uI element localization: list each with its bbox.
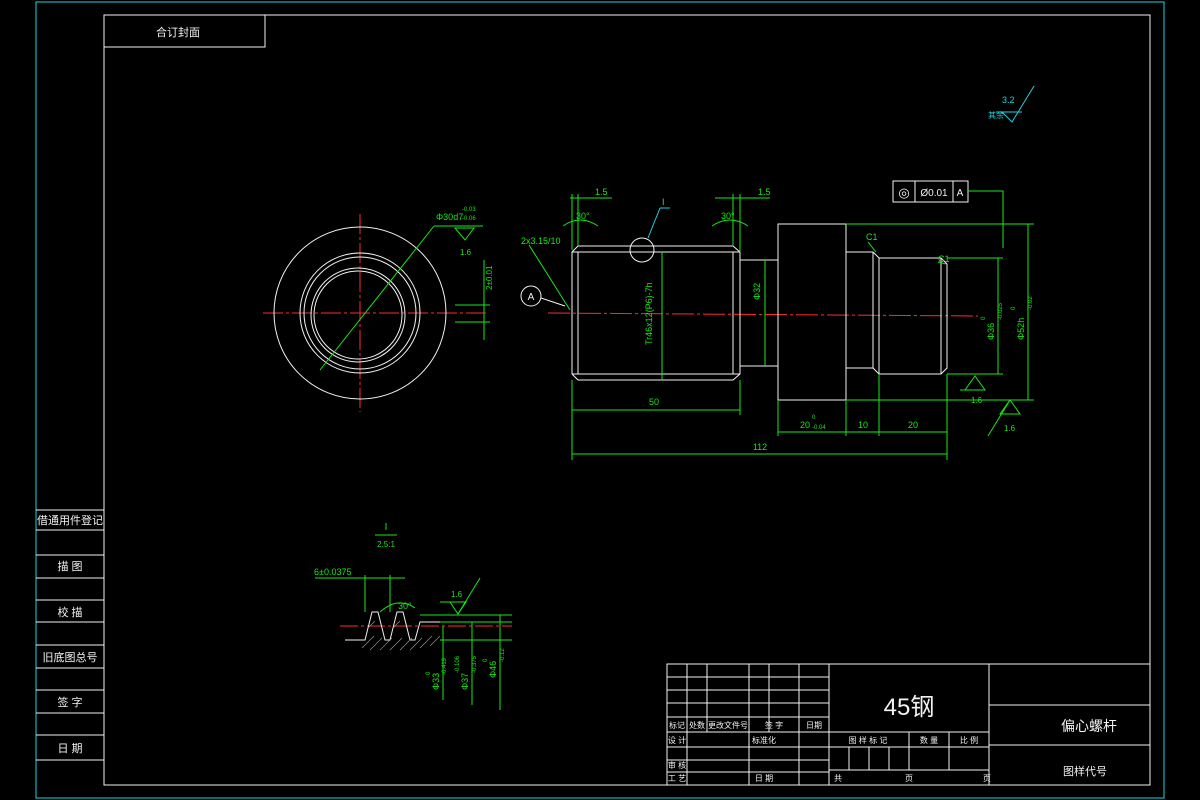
tb-sheet-of: 页 — [983, 774, 991, 783]
tb-row-mark: 标记 — [669, 720, 685, 730]
tb-process: 工 艺 — [668, 774, 686, 783]
hatch-area — [361, 620, 441, 651]
angle-left: 30° — [576, 211, 590, 221]
detail-dia-37-tol-up: -0.106 — [455, 655, 461, 673]
tb-row-sign: 签 字 — [765, 720, 783, 730]
neck-dia: Φ32 — [752, 283, 762, 300]
tb-designer: 设 计 — [668, 735, 686, 745]
detail-dia-46-tol-dn: -0.12 — [500, 648, 506, 662]
side-block: 借通用件登记 描 图 校 描 旧底图总号 签 字 日 期 — [36, 509, 104, 761]
len-20: 20 — [908, 420, 918, 430]
angle-right: 30° — [721, 211, 735, 221]
general-roughness: 3.2 其余 — [988, 85, 1035, 123]
detail-view: I 2.5:1 6±0.0375 30° 1.6 Φ33 — [314, 522, 512, 710]
eccentric-dim: 2±0.01 — [485, 265, 494, 290]
shaft-centerline — [547, 312, 979, 317]
c1-a: C1 — [866, 232, 878, 242]
detail-dia-37-tol-dn: -0.375 — [472, 655, 478, 673]
tb-sheet-total: 共 — [834, 774, 842, 783]
dia-36-tol-up: 0 — [981, 316, 987, 320]
dia-52: Φ52h — [1016, 318, 1026, 340]
detail-dia-37: Φ37 — [460, 673, 470, 690]
outer-circle — [273, 226, 447, 400]
neck — [739, 259, 779, 367]
detail-dia-46: Φ46 — [488, 661, 498, 678]
corner-label-box: 合订封面 — [103, 14, 266, 48]
dia-52-tol-up: 0 — [1011, 306, 1017, 310]
detail-dia-33-tol-dn: -0.419 — [442, 657, 448, 675]
circle-tol-dn: -0.06 — [462, 216, 476, 222]
detail-angle: 30° — [398, 601, 412, 611]
side-label-1: 借通用件登记 — [37, 513, 103, 527]
tolerance-symbol: ◎ — [898, 185, 909, 200]
side-label-3: 校 描 — [57, 605, 82, 619]
datum-label: A — [528, 292, 535, 303]
dia-36-tol-dn: -0.025 — [998, 302, 1004, 320]
center-hole-dim: 2x3.15/10 — [521, 236, 561, 246]
side-label-6: 日 期 — [57, 742, 82, 755]
flange-tol-up: 0 — [812, 415, 816, 421]
thread-length: 50 — [649, 397, 659, 407]
detail-scale: 2.5:1 — [377, 540, 395, 549]
eccentric-inner-circle — [313, 270, 403, 360]
tb-date: 日 期 — [755, 774, 773, 783]
detail-pitch: 6±0.0375 — [314, 567, 351, 577]
title-block: 标记 处数 更改文件号 签 字 日期 设 计 标准化 审 核 工 艺 日 期 图… — [666, 663, 1151, 786]
tolerance-datum: A — [957, 188, 964, 199]
detail-dia-46-tol-up: 0 — [483, 658, 489, 662]
roughness-right-1: 1.6 — [971, 396, 983, 405]
total-length: 112 — [753, 442, 767, 452]
detail-ref-label: I — [662, 197, 665, 207]
circle-dim: Φ30d7 — [436, 212, 463, 222]
roughness-right-2: 1.6 — [1004, 424, 1016, 433]
tb-row-count: 处数 — [689, 720, 705, 730]
corner-label: 合订封面 — [156, 25, 200, 39]
tb-sheet-no: 页 — [905, 774, 913, 783]
thread-root-circle — [303, 256, 417, 370]
circle-tol-up: -0.03 — [462, 207, 476, 213]
shaft-view: I A 2x3.15/10 1.5 30° 1.5 30° Tr46x12(P6… — [520, 180, 1034, 460]
len-10: 10 — [858, 420, 868, 430]
general-roughness-value: 3.2 — [1002, 95, 1015, 105]
tb-row-doc: 更改文件号 — [708, 720, 748, 730]
side-label-5: 签 字 — [57, 695, 82, 709]
flange-len: 20 — [800, 420, 810, 430]
tolerance-value: Ø0.01 — [920, 188, 948, 199]
end-view: Φ30d7 -0.03 -0.06 1.6 2±0.01 — [263, 207, 494, 412]
chamfer-right: 1.5 — [758, 187, 771, 197]
dia-36: Φ36 — [986, 323, 996, 340]
detail-dia-33: Φ33 — [431, 673, 441, 690]
tb-row-date: 日期 — [806, 721, 822, 730]
dia-52-tol-dn: -0.02 — [1028, 296, 1034, 310]
side-label-2: 描 图 — [57, 559, 82, 573]
flange-tol-dn: -0.04 — [812, 425, 826, 431]
drawing-name: 偏心螺杆 — [1061, 718, 1117, 734]
tb-review: 审 核 — [668, 760, 686, 770]
tb-stage-qty: 数 量 — [920, 735, 938, 745]
detail-roughness: 1.6 — [451, 590, 463, 599]
thread-circle — [299, 252, 421, 374]
datum-bubble — [520, 285, 542, 307]
detail-label: I — [385, 522, 388, 533]
tb-stage-scale: 比 例 — [960, 735, 978, 745]
drawing-frame — [103, 14, 1151, 786]
drawing-code-label: 图样代号 — [1063, 764, 1107, 778]
general-roughness-note: 其余 — [988, 110, 1004, 120]
detail-dia-33-tol-up: 0 — [426, 671, 432, 675]
journal — [845, 251, 948, 375]
sheet-border — [35, 1, 1165, 799]
side-label-4: 旧底图总号 — [43, 650, 98, 664]
flange — [777, 223, 847, 401]
eccentric-circle — [310, 267, 406, 363]
c1-b: C1 — [938, 254, 950, 264]
thread-dim: Tr46x12(P6)-7h — [644, 282, 654, 345]
chamfer-left: 1.5 — [595, 187, 608, 197]
circle-roughness: 1.6 — [460, 248, 472, 257]
material: 45钢 — [884, 694, 935, 721]
thread-profile — [345, 611, 450, 641]
detail-ref-circle — [629, 237, 655, 263]
tb-standard: 标准化 — [752, 735, 776, 745]
tb-stage-mark: 图 样 标 记 — [849, 735, 888, 745]
